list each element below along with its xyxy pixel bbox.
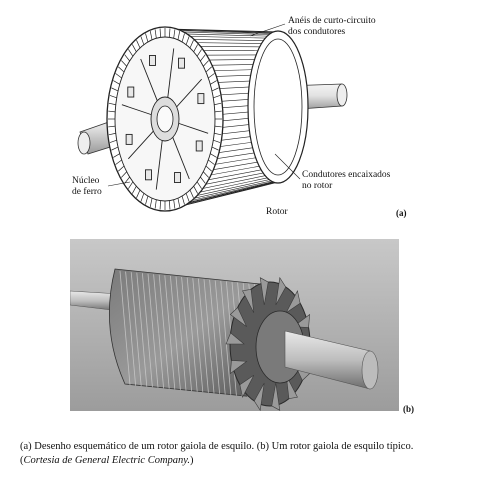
figure-caption: (a) Desenho esquemático de um rotor gaio… xyxy=(20,440,470,468)
label-iron-core: Núcleo xyxy=(72,176,100,186)
label-short-circuit-rings-line2: dos condutores xyxy=(288,27,346,37)
tag-b: (b) xyxy=(403,404,414,414)
label-embedded-conductors-line2: no rotor xyxy=(302,181,333,191)
tag-a: (a) xyxy=(396,208,407,218)
label-embedded-conductors: Condutores encaixados xyxy=(302,170,391,180)
caption-credit: Cortesia de General Electric Company. xyxy=(23,455,191,466)
label-rotor: Rotor xyxy=(266,207,288,217)
rotor-photo xyxy=(70,239,399,411)
right-shaft-end xyxy=(336,83,348,107)
core-spokes xyxy=(121,48,209,190)
label-iron-core-line2: de ferro xyxy=(72,187,102,197)
schematic-rotor-drawing: Anéis de curto-circuito dos condutores C… xyxy=(60,4,410,222)
rotor-schematic-svg xyxy=(77,23,348,212)
caption-line-1: (a) Desenho esquemático de um rotor gaio… xyxy=(20,441,414,452)
right-end-ring xyxy=(247,30,309,184)
caption-line-2: (Cortesia de General Electric Company.) xyxy=(20,455,194,466)
left-shaft-end xyxy=(77,131,91,155)
label-short-circuit-rings: Anéis de curto-circuito xyxy=(288,16,376,26)
iron-core-teeth xyxy=(108,28,222,210)
rotor-photo-svg xyxy=(70,239,399,411)
